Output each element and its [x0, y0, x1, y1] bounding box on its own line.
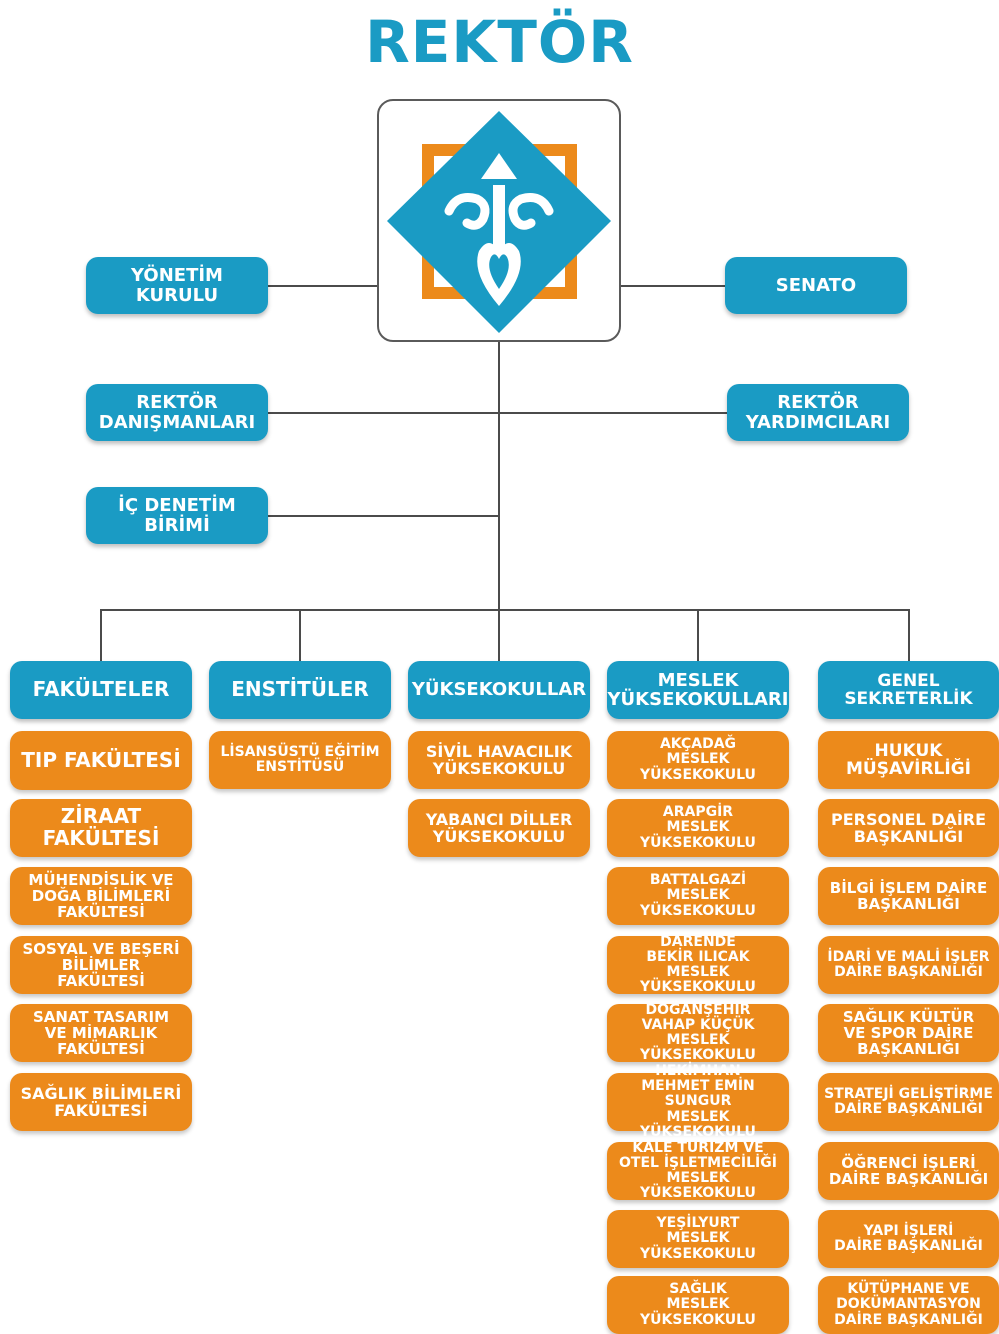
unit-box: SAĞLIK BİLİMLERİ FAKÜLTESİ: [10, 1073, 192, 1131]
connector-line: [266, 412, 728, 414]
connector-line: [697, 609, 699, 663]
connector-line: [100, 609, 910, 611]
unit-box: SİVİL HAVACILIK YÜKSEKOKULU: [408, 731, 590, 789]
ic-denetim-birimi-box: İÇ DENETİM BİRİMİ: [86, 487, 268, 544]
connector-line: [266, 515, 499, 517]
unit-box: KÜTÜPHANE VE DOKÜMANTASYON DAİRE BAŞKANL…: [818, 1276, 999, 1334]
column-header-enstituler: ENSTİTÜLER: [209, 661, 391, 719]
unit-box: LİSANSÜSTÜ EĞİTİM ENSTİTÜSÜ: [209, 731, 391, 789]
page-title: REKTÖR: [365, 8, 634, 76]
unit-box: MÜHENDİSLİK VE DOĞA BİLİMLERİ FAKÜLTESİ: [10, 867, 192, 925]
column-header-yuksekokullar: YÜKSEKOKULLAR: [408, 661, 590, 719]
unit-box: SANAT TASARIM VE MİMARLIK FAKÜLTESİ: [10, 1004, 192, 1062]
unit-box: ZİRAAT FAKÜLTESİ: [10, 799, 192, 857]
unit-box: SOSYAL VE BEŞERİ BİLİMLER FAKÜLTESİ: [10, 936, 192, 994]
connector-line: [498, 609, 500, 663]
column-header-fakulteler: FAKÜLTELER: [10, 661, 192, 719]
unit-box: DOĞANŞEHİR VAHAP KÜÇÜK MESLEK YÜKSEKOKUL…: [607, 1002, 789, 1063]
connector-line: [620, 285, 726, 287]
unit-box: İDARİ VE MALİ İŞLER DAİRE BAŞKANLIĞI: [818, 936, 999, 994]
rektor-yardimcilari-box: REKTÖR YARDIMCILARI: [727, 384, 909, 441]
column-header-meslek-yuksekokullari: MESLEK YÜKSEKOKULLARI: [607, 661, 789, 719]
connector-line: [299, 609, 301, 663]
unit-box: TIP FAKÜLTESİ: [10, 731, 192, 790]
unit-box: ARAPGİR MESLEK YÜKSEKOKULU: [607, 799, 789, 857]
unit-box: PERSONEL DAİRE BAŞKANLIĞI: [818, 799, 999, 857]
unit-box: DARENDE BEKİR ILICAK MESLEK YÜKSEKOKULU: [607, 934, 789, 995]
unit-box: STRATEJİ GELİŞTİRME DAİRE BAŞKANLIĞI: [818, 1073, 999, 1131]
connector-line: [908, 609, 910, 663]
unit-box: YEŞİLYURT MESLEK YÜKSEKOKULU: [607, 1210, 789, 1268]
rektor-logo-frame: [377, 99, 621, 342]
rektor-danismanlari-box: REKTÖR DANIŞMANLARI: [86, 384, 268, 441]
unit-box: YAPI İŞLERİ DAİRE BAŞKANLIĞI: [818, 1210, 999, 1268]
unit-box: KALE TURİZM VE OTEL İŞLETMECİLİĞİ MESLEK…: [607, 1140, 789, 1201]
column-header-genel-sekreterlik: GENEL SEKRETERLİK: [818, 661, 999, 719]
unit-box: ÖĞRENCİ İŞLERİ DAİRE BAŞKANLIĞI: [818, 1142, 999, 1200]
unit-box: AKÇADAĞ MESLEK YÜKSEKOKULU: [607, 731, 789, 789]
senato-box: SENATO: [725, 257, 907, 314]
connector-line: [498, 342, 500, 610]
unit-box: SAĞLIK MESLEK YÜKSEKOKULU: [607, 1276, 789, 1334]
unit-box: BİLGİ İŞLEM DAİRE BAŞKANLIĞI: [818, 867, 999, 925]
unit-box: YABANCI DİLLER YÜKSEKOKULU: [408, 799, 590, 857]
connector-line: [266, 285, 378, 287]
connector-line: [100, 609, 102, 663]
university-logo-icon: [387, 111, 611, 333]
yonetim-kurulu-box: YÖNETİM KURULU: [86, 257, 268, 314]
unit-box: SAĞLIK KÜLTÜR VE SPOR DAİRE BAŞKANLIĞI: [818, 1004, 999, 1062]
unit-box: BATTALGAZİ MESLEK YÜKSEKOKULU: [607, 867, 789, 925]
unit-box: HUKUK MÜŞAVİRLİĞİ: [818, 731, 999, 789]
unit-box: HEKİMHAN MEHMET EMİN SUNGUR MESLEK YÜKSE…: [607, 1064, 789, 1139]
